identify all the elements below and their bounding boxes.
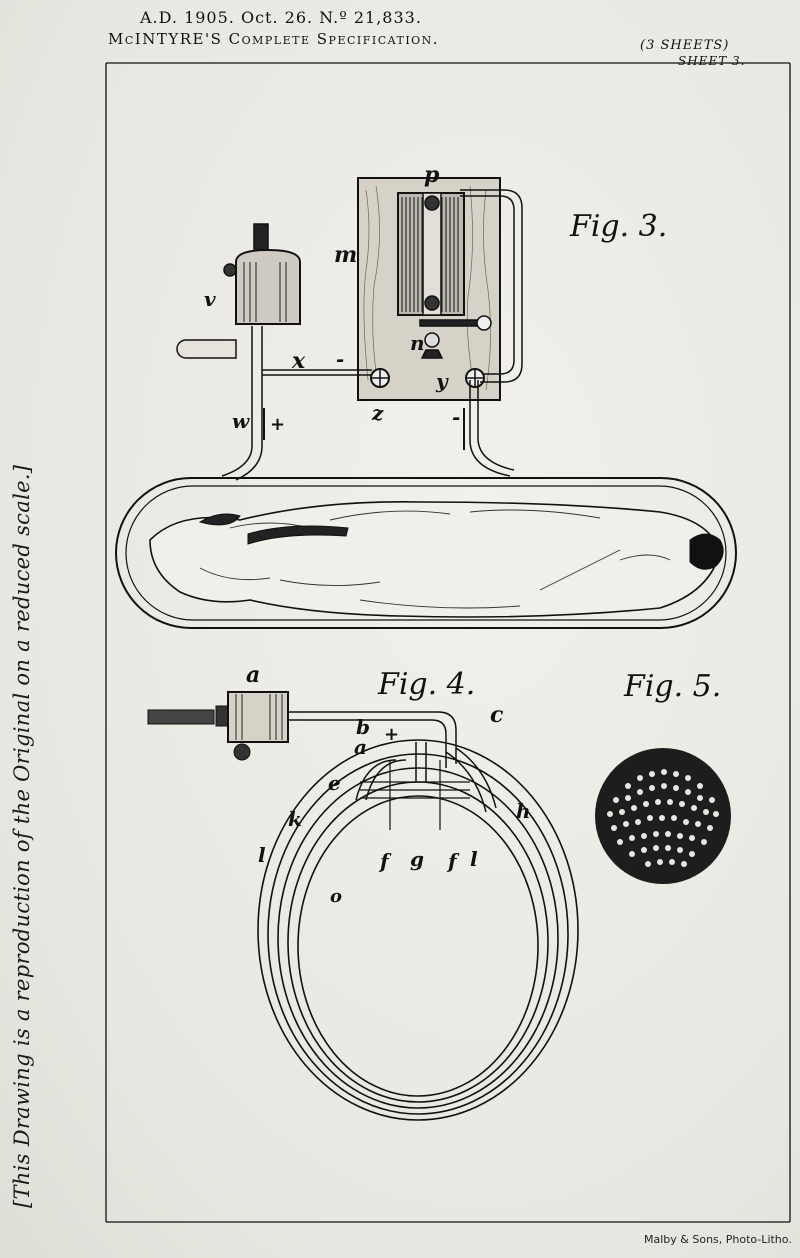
label-y: y xyxy=(435,369,449,393)
fig5-perforated-disc xyxy=(595,748,731,884)
sheet-border xyxy=(105,62,791,1223)
fig4-caption: Fig. 4. xyxy=(377,667,475,702)
label-z: z xyxy=(371,401,384,425)
label-a-2: a xyxy=(354,735,367,759)
fig4-coil-applicator xyxy=(147,691,579,1121)
label-f-1: f xyxy=(378,849,392,873)
label-p: p xyxy=(424,162,440,188)
label-e: e xyxy=(328,771,341,795)
sheet-number: SHEET 3. xyxy=(678,54,746,68)
label-f-2: f xyxy=(446,849,460,873)
label-m: m xyxy=(334,242,357,268)
label-a: a xyxy=(246,662,260,688)
label-v: v xyxy=(204,287,216,311)
label-n: n xyxy=(410,331,425,355)
header-specification-title: McINTYRE'S Complete Specification. xyxy=(108,30,440,48)
label-c: c xyxy=(490,702,504,728)
fig3-caption: Fig. 3. xyxy=(569,209,667,244)
label-x-minus: - xyxy=(336,347,344,371)
label-l-1: l xyxy=(258,843,266,867)
label-b: b xyxy=(356,715,370,739)
label-o: o xyxy=(330,886,342,907)
label-plus-2: + xyxy=(384,724,399,745)
label-k: k xyxy=(288,807,302,831)
label-g: g xyxy=(410,847,424,871)
label-h: h xyxy=(516,799,531,823)
label-w: w xyxy=(232,409,250,433)
sheets-count: (3 SHEETS) xyxy=(640,38,730,53)
fig3-tray xyxy=(115,477,737,629)
label-plus-1: + xyxy=(270,414,285,435)
label-x: x xyxy=(291,348,306,374)
header-patent-number: A.D. 1905. Oct. 26. N.º 21,833. xyxy=(140,8,422,27)
label-minus-1: - xyxy=(452,405,460,429)
fig5-caption: Fig. 5. xyxy=(623,669,721,704)
printer-credit: Malby & Sons, Photo-Litho. xyxy=(644,1233,792,1246)
fig3-apparatus xyxy=(176,177,523,481)
label-l-2: l xyxy=(470,847,478,871)
